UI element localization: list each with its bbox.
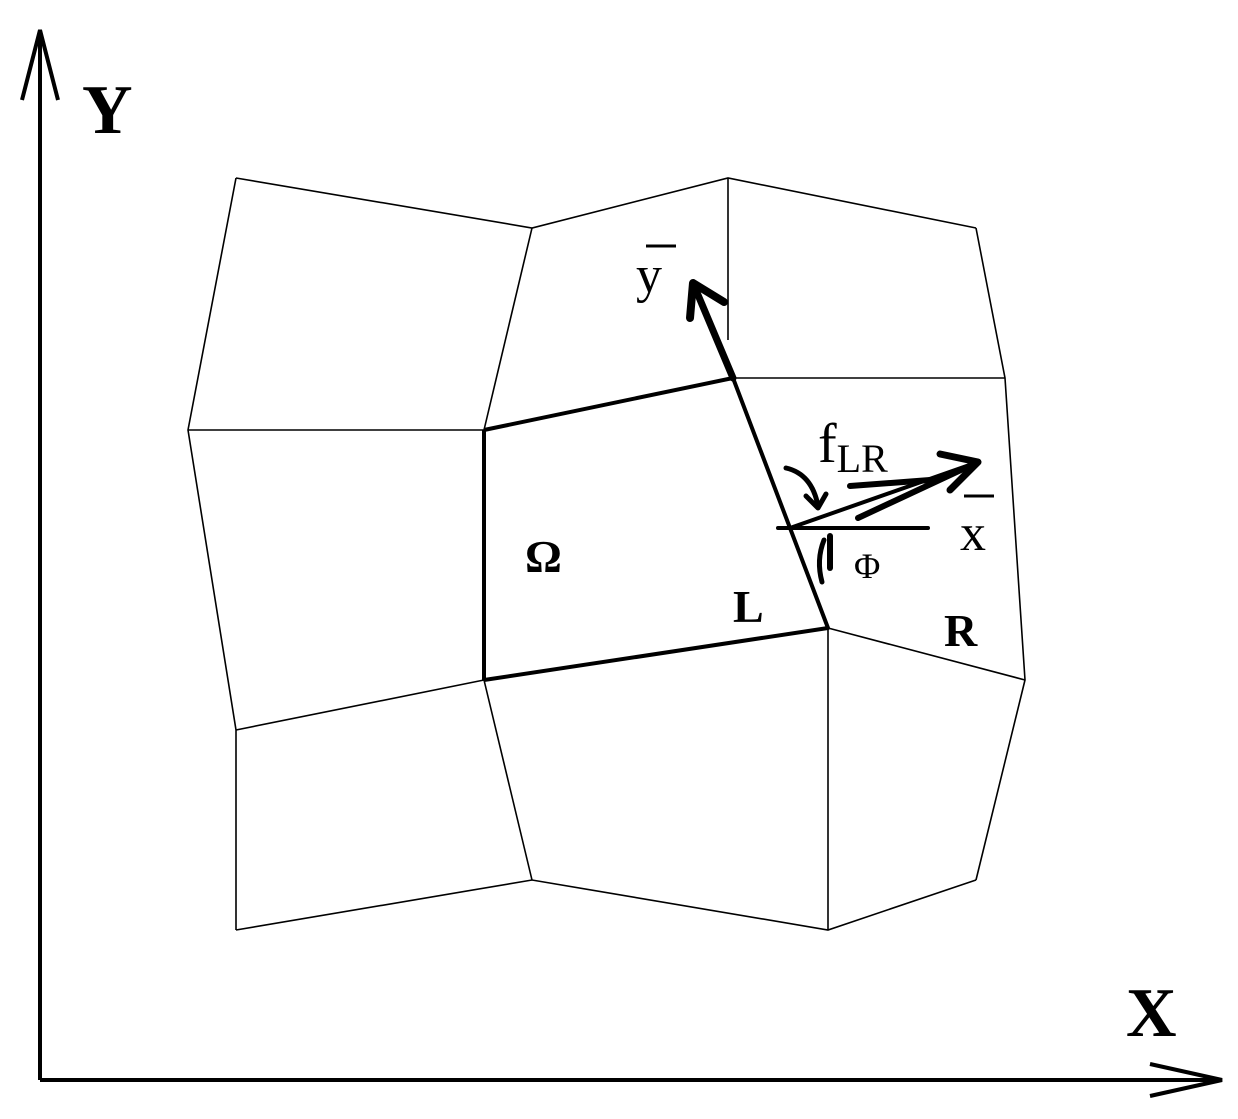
mesh-grid	[187, 177, 1026, 931]
local-x-label-group: x	[960, 494, 994, 562]
local-y-label-group: y	[636, 244, 676, 304]
mesh-edge	[483, 227, 533, 431]
y-axis-arrowhead	[20, 29, 60, 101]
angle-label: Φ	[854, 546, 880, 586]
flux-label-main: f	[818, 413, 837, 475]
local-y-label: y	[636, 247, 662, 304]
local-y-vector	[686, 279, 830, 630]
mesh-edge	[235, 879, 977, 931]
flux-vector-second-stroke	[855, 459, 981, 521]
omega-bottom-edge	[483, 626, 829, 682]
angle-arc-lower	[816, 537, 827, 585]
flux-vector-shaft	[788, 460, 980, 530]
y-axis-label: Y	[82, 72, 133, 149]
local-x-label: x	[960, 505, 986, 562]
mesh-edge	[235, 177, 977, 229]
omega-label: Ω	[525, 531, 562, 582]
mesh-edge	[187, 177, 237, 930]
local-y-arrowhead	[686, 279, 728, 322]
flux-vector-group	[776, 450, 982, 530]
local-y-shaft	[689, 279, 737, 382]
interface-edge	[731, 376, 830, 630]
flux-label: fLR	[818, 413, 888, 481]
omega-top-edge	[483, 376, 734, 432]
mesh-edge	[235, 679, 485, 731]
mesh-edge	[483, 679, 533, 881]
mesh-edge	[827, 627, 1026, 681]
x-axis-label: X	[1126, 975, 1177, 1052]
control-volume-omega	[482, 376, 829, 682]
flux-label-subscript: LR	[837, 436, 888, 481]
x-axis-arrowhead	[1149, 1062, 1223, 1098]
global-axes	[20, 29, 1223, 1098]
left-cell-label: L	[733, 581, 764, 632]
flux-vector-upper-stroke	[847, 477, 933, 489]
right-cell-label: R	[944, 605, 978, 656]
angle-arc-upper-arrowhead	[803, 491, 829, 511]
mesh-edge	[975, 227, 1026, 881]
angle-arc-upper	[783, 465, 821, 509]
angle-phi-arcs	[783, 465, 833, 585]
flux-vector-arrowhead	[936, 450, 982, 494]
